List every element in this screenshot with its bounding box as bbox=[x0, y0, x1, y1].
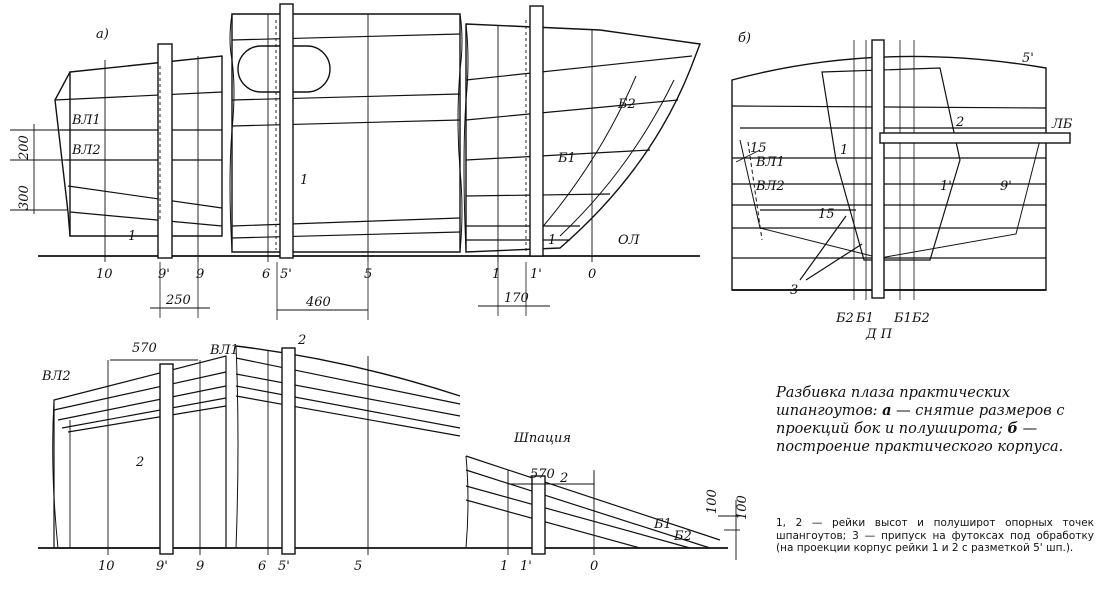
station-10-bottom: 10 bbox=[98, 559, 115, 574]
figure-legend: 1, 2 — рейки высот и полуширот опорных т… bbox=[776, 517, 1094, 554]
station-5-bottom: 5 bbox=[354, 559, 362, 574]
ol-label: ОЛ bbox=[618, 233, 641, 248]
dim-300: 300 bbox=[17, 185, 32, 210]
bottom-rail2-a: 2 bbox=[135, 455, 144, 470]
station-1-top: 1 bbox=[492, 267, 500, 282]
station-0-top: 0 bbox=[588, 267, 596, 282]
station-5p-bottom: 5' bbox=[278, 559, 290, 574]
panel-b-label: б) bbox=[738, 31, 751, 46]
vl2-label: ВЛ2 bbox=[71, 143, 101, 158]
bp-dp: Д П bbox=[865, 327, 893, 342]
station-1p-top: 1' bbox=[530, 267, 542, 282]
bp-vl1: ВЛ1 bbox=[755, 155, 785, 170]
bp-lb: ЛБ bbox=[1051, 117, 1073, 132]
bottom-b2: Б2 bbox=[673, 529, 692, 544]
bp-rail-2: 2 bbox=[955, 115, 964, 130]
half-breadth-view bbox=[38, 345, 740, 560]
station-9-top: 9 bbox=[196, 267, 204, 282]
bp-15-a: 15 bbox=[750, 141, 767, 156]
bottom-b1: Б1 bbox=[653, 517, 672, 532]
station-1-bottom: 1 bbox=[500, 559, 508, 574]
station-5p-top: 5' bbox=[280, 267, 292, 282]
station-9-bottom: 9 bbox=[196, 559, 204, 574]
bottom-vl2: ВЛ2 bbox=[41, 369, 71, 384]
bp-15-b: 15 bbox=[818, 207, 835, 222]
dim-460: 460 bbox=[305, 295, 331, 310]
caption-b-prefix: б bbox=[1007, 420, 1018, 437]
dim-250: 250 bbox=[165, 293, 191, 308]
station-6-bottom: 6 bbox=[258, 559, 266, 574]
rail1-label-c: 1 bbox=[548, 233, 556, 248]
bp-5prime: 5' bbox=[1022, 51, 1034, 66]
bp-b1-right: Б1 bbox=[893, 311, 912, 326]
figure-caption: Разбивка плаза практических шпангоутов: … bbox=[776, 384, 1088, 456]
dim-100-a: 100 bbox=[705, 489, 720, 514]
dim-570-b: 570 bbox=[530, 467, 555, 482]
bp-vl2: ВЛ2 bbox=[755, 179, 785, 194]
station-1p-bottom: 1' bbox=[520, 559, 532, 574]
bottom-rail2-c: 2 bbox=[559, 471, 568, 486]
rail1-label-a: 1 bbox=[128, 229, 136, 244]
b2-label: Б2 bbox=[617, 97, 636, 112]
dim-100-b: 100 bbox=[735, 495, 750, 520]
station-9p-bottom: 9' bbox=[156, 559, 168, 574]
vl1-label: ВЛ1 bbox=[71, 113, 101, 128]
bottom-vl1: ВЛ1 bbox=[209, 343, 239, 358]
dim-570-a: 570 bbox=[132, 341, 157, 356]
bp-b1-left: Б1 bbox=[855, 311, 874, 326]
dim-170: 170 bbox=[504, 291, 529, 306]
station-0-bottom: 0 bbox=[590, 559, 598, 574]
caption-title: Разбивка плаза практических шпангоутов: bbox=[776, 385, 1011, 419]
bp-rail-1: 1 bbox=[840, 143, 848, 158]
bottom-rail2-b: 2 bbox=[297, 333, 306, 348]
panel-a-label: а) bbox=[96, 27, 109, 42]
b1-label: Б1 bbox=[557, 151, 576, 166]
caption-a-text: — снятие размеров с проекций бок и полуш… bbox=[776, 403, 1065, 437]
body-plan-b bbox=[731, 39, 1071, 300]
station-6-top: 6 bbox=[262, 267, 270, 282]
shpaciya-label: Шпация bbox=[513, 431, 571, 446]
station-9p-top: 9' bbox=[158, 267, 170, 282]
bp-3: 3 bbox=[790, 283, 798, 298]
bp-1prime: 1' bbox=[940, 179, 952, 194]
bp-b2-right: Б2 bbox=[911, 311, 930, 326]
rail1-label-b: 1 bbox=[300, 173, 308, 188]
dim-200: 200 bbox=[17, 135, 32, 161]
station-5-top: 5 bbox=[364, 267, 372, 282]
profile-view-a bbox=[10, 3, 701, 320]
bp-b2-left: Б2 bbox=[835, 311, 854, 326]
station-10-top: 10 bbox=[96, 267, 113, 282]
caption-b-text: — построение практического корпуса. bbox=[776, 421, 1064, 455]
bp-9prime: 9' bbox=[1000, 179, 1012, 194]
caption-a-prefix: а bbox=[882, 402, 892, 419]
